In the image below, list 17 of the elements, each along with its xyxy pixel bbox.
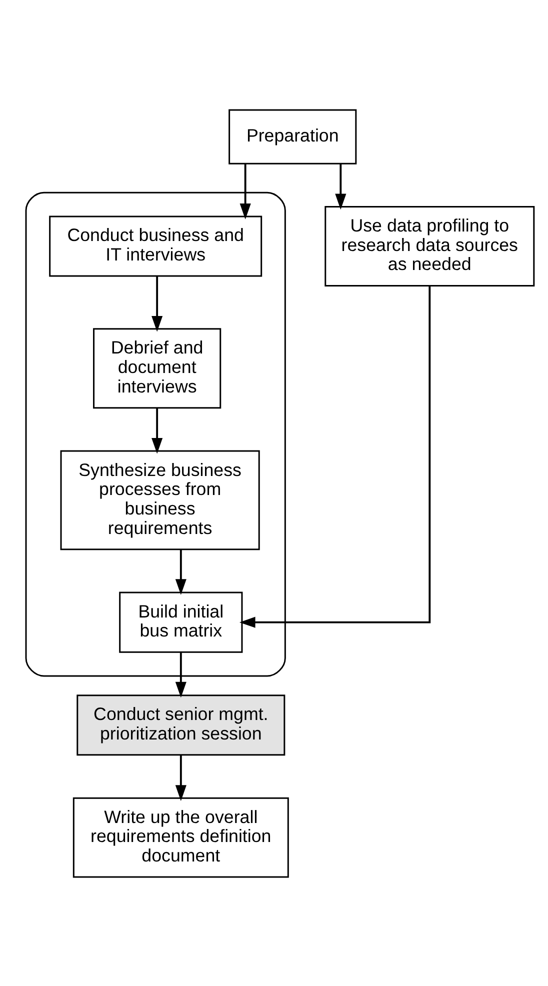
arrow bbox=[175, 652, 186, 698]
node-box: Preparation bbox=[228, 108, 357, 164]
node-box: Synthesize business processes from business requirements bbox=[60, 450, 260, 550]
node-box: Conduct senior mgmt. prioritization session bbox=[76, 694, 286, 756]
arrow bbox=[152, 407, 163, 454]
cluster bbox=[25, 191, 286, 676]
node-box: Use data profiling to research data sources as needed bbox=[324, 206, 535, 286]
node-box: Conduct business and IT interviews bbox=[49, 215, 262, 276]
arrow bbox=[335, 163, 346, 210]
node-box: Write up the overall requirements definition document bbox=[72, 796, 289, 878]
arrow bbox=[175, 754, 186, 800]
arrow bbox=[239, 285, 431, 628]
arrow bbox=[175, 549, 186, 594]
arrow bbox=[240, 163, 251, 219]
arrow bbox=[152, 276, 163, 332]
node-box: Build initial bus matrix bbox=[119, 591, 243, 652]
node-box: Debrief and document interviews bbox=[93, 328, 222, 408]
